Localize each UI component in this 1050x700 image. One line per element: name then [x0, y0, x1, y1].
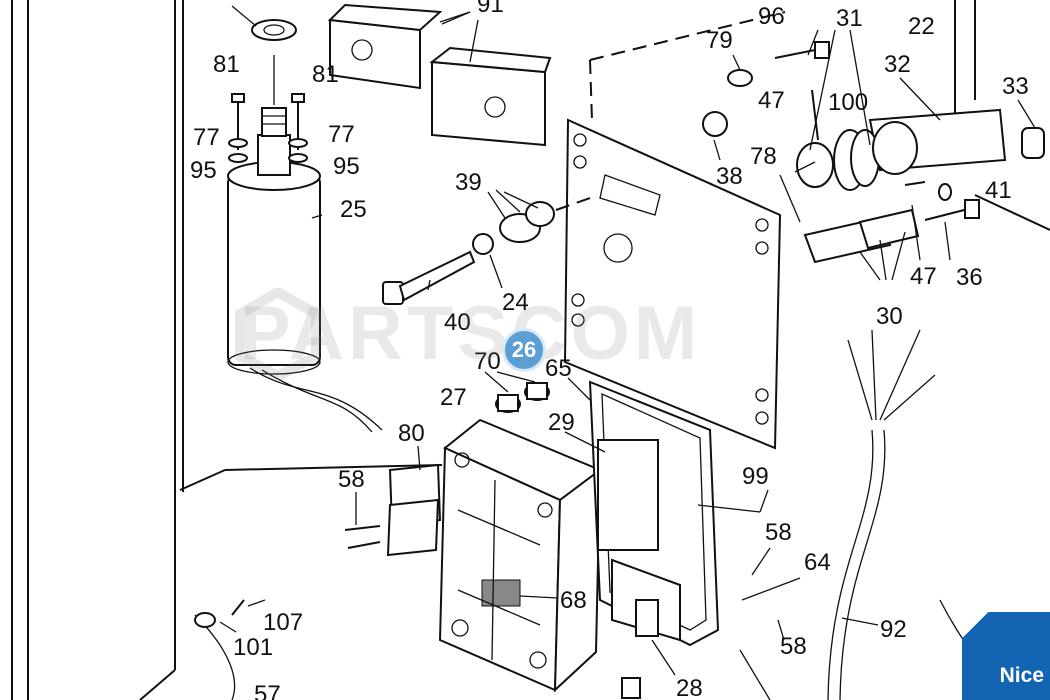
part-hotspot-button[interactable]: 26 — [502, 328, 546, 372]
part-label-33: 33 — [1002, 73, 1029, 100]
part-label-58: 58 — [338, 466, 365, 493]
part-label-65: 65 — [545, 355, 572, 382]
part-label-64: 64 — [804, 549, 831, 576]
part-label-38: 38 — [716, 163, 743, 190]
brand-corner-badge — [962, 612, 1050, 700]
part-label-27: 27 — [440, 384, 467, 411]
part-label-58: 58 — [765, 519, 792, 546]
part-label-47: 47 — [910, 263, 937, 290]
part-label-78: 78 — [750, 143, 777, 170]
part-label-41: 41 — [985, 177, 1012, 204]
part-label-29: 29 — [548, 409, 575, 436]
part-label-24: 24 — [502, 289, 529, 316]
part-label-100: 100 — [828, 89, 868, 116]
frame-lines — [11, 0, 1050, 700]
part-labels: 81 81 77 77 95 95 25 91 96 79 47 31 22 3… — [190, 0, 1029, 700]
part-label-99: 99 — [742, 463, 769, 490]
part-label-40: 40 — [444, 309, 471, 336]
part-label-77: 77 — [328, 121, 355, 148]
part-label-47: 47 — [758, 87, 785, 114]
part-label-79: 79 — [706, 27, 733, 54]
screw-group — [382, 111, 728, 305]
relay-parts — [327, 3, 552, 147]
capacitor-part — [227, 19, 383, 433]
part-label-36: 36 — [956, 264, 983, 291]
cable-group — [194, 329, 1001, 700]
watermark-text: PARTSCOM — [240, 291, 702, 376]
part-label-77: 77 — [193, 124, 220, 151]
part-label-92: 92 — [880, 616, 907, 643]
part-label-91: 91 — [477, 0, 504, 18]
brand-logo-text: Nice — [999, 664, 1044, 687]
part-label-32: 32 — [884, 51, 911, 78]
part-label-58: 58 — [780, 633, 807, 660]
part-label-30: 30 — [876, 303, 903, 330]
part-label-70: 70 — [474, 348, 501, 375]
part-label-57: 57 — [254, 681, 281, 700]
part-label-95: 95 — [333, 153, 360, 180]
part-label-81: 81 — [213, 51, 240, 78]
part-label-107: 107 — [263, 609, 303, 636]
part-label-80: 80 — [398, 420, 425, 447]
part-label-39: 39 — [455, 169, 482, 196]
control-box — [344, 380, 720, 699]
part-label-28: 28 — [676, 675, 703, 700]
watermark-logo — [232, 286, 324, 382]
part-label-81: 81 — [312, 61, 339, 88]
leader-lines — [219, 5, 1036, 676]
part-label-22: 22 — [908, 13, 935, 40]
part-label-31: 31 — [836, 5, 863, 32]
part-label-68: 68 — [560, 587, 587, 614]
part-label-101: 101 — [233, 634, 273, 661]
part-label-96: 96 — [758, 3, 785, 30]
part-label-25: 25 — [340, 196, 367, 223]
part-label-95: 95 — [190, 157, 217, 184]
lever-assembly — [727, 41, 1045, 264]
mounting-plate — [563, 11, 786, 450]
